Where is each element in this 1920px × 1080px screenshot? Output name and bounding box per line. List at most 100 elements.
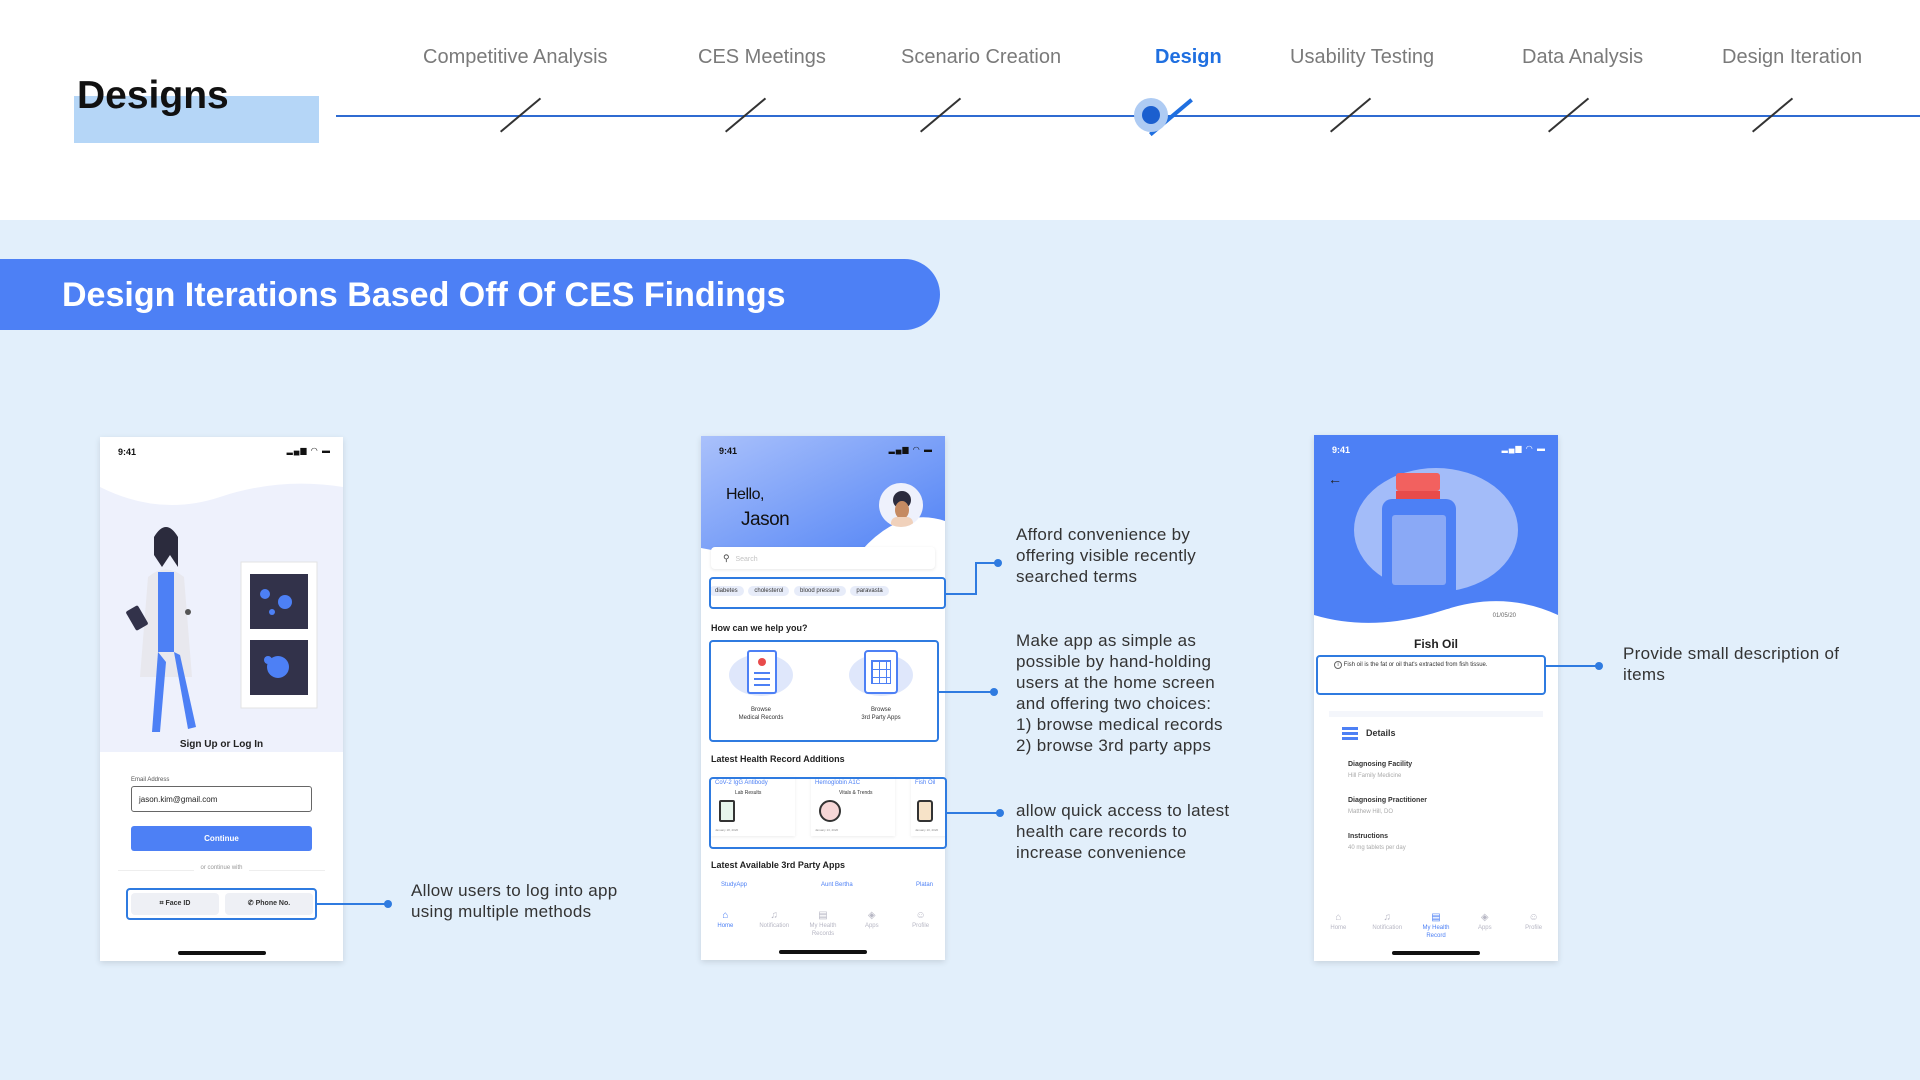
record-card[interactable]: Hemoglobin A1C Vitals & Trends January 1… (811, 776, 895, 836)
tab-notification[interactable]: ♫Notification (1367, 912, 1407, 960)
record-date: January 18, 2020 (715, 828, 739, 832)
annotation-login: Allow users to log into app using multip… (411, 881, 618, 921)
connector-line (947, 812, 999, 814)
app-grid-icon (864, 650, 898, 694)
step-scenario-creation[interactable]: Scenario Creation (901, 46, 1062, 68)
home-indicator (1392, 951, 1480, 955)
annotation-description: Provide small description of items (1623, 644, 1840, 684)
tab-apps[interactable]: ◈Apps (852, 911, 892, 960)
record-title: Hemoglobin A1C (815, 780, 861, 786)
search-icon: ⚲ (723, 553, 730, 563)
record-date: 01/05/20 (1492, 613, 1516, 619)
tab-notification[interactable]: ♫Notification (754, 910, 794, 960)
or-continue-text: or continue with (100, 865, 343, 871)
detail-header-bg (1314, 435, 1558, 623)
status-time: 9:41 (118, 447, 137, 457)
recent-chip[interactable]: diabetes (709, 586, 744, 596)
connector-line (975, 562, 999, 564)
connector-dot (1595, 662, 1603, 670)
records-icon: ▤ (1431, 912, 1441, 923)
step-data-analysis[interactable]: Data Analysis (1522, 46, 1644, 68)
annotation-simple-text: Make app as simple as possible by hand-h… (1016, 631, 1216, 713)
faceid-button[interactable]: ⌗ Face ID (131, 893, 219, 915)
title-highlight (74, 96, 319, 143)
step-ces-meetings[interactable]: CES Meetings (698, 46, 826, 68)
greeting-name: Jason (741, 509, 790, 530)
highlight-login-methods (126, 888, 317, 920)
tab-profile[interactable]: ☺Profile (1514, 913, 1554, 960)
tab-apps[interactable]: ◈Apps (1465, 912, 1505, 960)
home-icon: ⌂ (722, 910, 729, 921)
status-time: 9:41 (1332, 445, 1351, 455)
help-title: How can we help you? (711, 623, 808, 633)
details-title: Details (1366, 728, 1396, 738)
connector-dot (994, 559, 1002, 567)
back-arrow-icon[interactable]: ← (1328, 471, 1342, 487)
record-title: CoV-2 IgG Antibody (715, 780, 768, 786)
home-icon: ⌂ (1335, 912, 1342, 923)
highlight-recent-searches (709, 577, 946, 609)
section-banner-title: Design Iterations Based Off Of CES Findi… (62, 276, 786, 314)
app-item[interactable]: StudyApp (721, 882, 748, 888)
phone-detail-screen: 9:41 ▂▄▆ ◠ ▬ ← 01/05/20 Fish Oil i Fish … (1314, 435, 1558, 961)
facility-value: Hill Family Medicine (1348, 773, 1402, 779)
record-sub: Vitals & Trends (839, 790, 873, 796)
search-input[interactable]: ⚲ Search (711, 547, 935, 569)
profile-icon: ☺ (915, 910, 926, 921)
bell-icon: ♫ (770, 910, 778, 921)
step-design-iteration[interactable]: Design Iteration (1722, 46, 1863, 68)
login-heading: Sign Up or Log In (179, 739, 264, 750)
record-sub: Lab Results (735, 790, 762, 796)
records-icon: ▤ (818, 910, 828, 921)
annotation-recent-searches: Afford convenience by offering visible r… (1016, 525, 1197, 586)
connector-dot (384, 900, 392, 908)
highlight-two-choices (709, 640, 939, 742)
step-design[interactable]: Design (1155, 46, 1222, 68)
tab-home[interactable]: ⌂Home (705, 910, 745, 960)
tab-home[interactable]: ⌂Home (1318, 912, 1358, 960)
annotation-records: allow quick access to latest health care… (1016, 801, 1230, 862)
instructions-value: 40 mg tablets per day (1348, 845, 1406, 851)
email-field[interactable]: jason.kim@gmail.com (131, 786, 312, 812)
step-usability-testing[interactable]: Usability Testing (1290, 46, 1435, 68)
recent-searches: diabetes cholesterol blood pressure para… (709, 586, 889, 596)
apps-icon: ◈ (1480, 912, 1489, 923)
bell-icon: ♫ (1383, 912, 1391, 923)
practitioner-value: Matthew Hill, DO (1348, 809, 1394, 815)
home-indicator (779, 950, 867, 954)
faceid-icon: ⌗ (159, 900, 166, 907)
recent-chip[interactable]: blood pressure (794, 586, 846, 596)
tab-profile[interactable]: ☺Profile (901, 910, 941, 960)
item-title: Fish Oil (1413, 637, 1458, 651)
recent-chip[interactable]: cholesterol (748, 586, 790, 596)
tab-records[interactable]: ▤My Health Records (803, 910, 843, 960)
annotation-simple-item: 1) browse medical records (1016, 715, 1223, 734)
phone-home-screen: 9:41 ▂▄▆ ◠ ▬ Hello, Jason ⚲ Search diabe… (701, 436, 945, 960)
avatar[interactable] (879, 483, 923, 527)
section-divider (1329, 711, 1543, 717)
recent-chip[interactable]: paravasta (850, 586, 889, 596)
email-label: Email Address (131, 777, 170, 783)
phone-login-button[interactable]: ✆ Phone No. (225, 893, 313, 915)
tab-bar: ⌂Home ♫Notification ▤My Health Record ◈A… (1314, 910, 1558, 960)
heart-icon (819, 800, 841, 822)
continue-button[interactable]: Continue (131, 826, 312, 851)
connector-line (1546, 665, 1598, 667)
status-time: 9:41 (719, 446, 738, 456)
app-item[interactable]: Platan (916, 882, 934, 888)
records-title: Latest Health Record Additions (711, 754, 845, 764)
record-date: January 13, 2020 (815, 828, 839, 832)
step-competitive-analysis[interactable]: Competitive Analysis (423, 46, 608, 68)
timeline-active-dot (1142, 106, 1160, 124)
app-item[interactable]: Aunt Bertha (821, 882, 853, 888)
home-indicator (177, 951, 266, 955)
record-card[interactable]: Fish Oil January 10, 2020 (911, 776, 945, 836)
tab-records[interactable]: ▤My Health Record (1416, 912, 1456, 960)
highlight-health-records (709, 777, 947, 849)
connector-line (975, 562, 977, 595)
record-card[interactable]: CoV-2 IgG Antibody Lab Results January 1… (711, 776, 795, 836)
